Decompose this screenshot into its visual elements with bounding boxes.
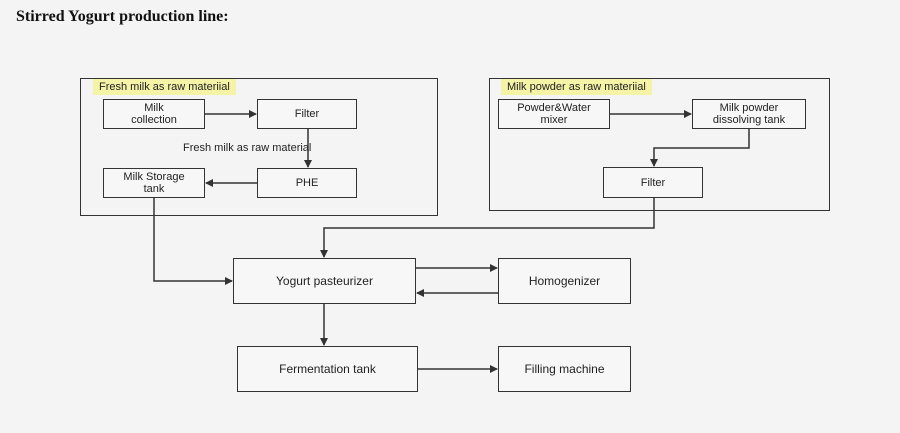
arrow-storage-to-pasteurizer <box>153 198 233 285</box>
milk-storage-tank-box: Milk Storage tank <box>103 168 205 198</box>
fresh-milk-note: Fresh milk as raw material <box>183 142 312 154</box>
yogurt-pasteurizer-box: Yogurt pasteurizer <box>233 258 416 304</box>
fresh-milk-group-label: Fresh milk as raw materiial <box>93 79 236 95</box>
arrow-filter-to-pasteurizer <box>320 198 655 258</box>
milk-powder-group-label: Milk powder as raw materiial <box>501 79 652 95</box>
filling-machine-box: Filling machine <box>498 346 631 392</box>
fermentation-tank-box: Fermentation tank <box>237 346 418 392</box>
milk-powder-dissolving-tank-box: Milk powder dissolving tank <box>692 99 806 129</box>
milk-powder-group <box>489 78 830 211</box>
powder-water-mixer-box: Powder&Water mixer <box>498 99 610 129</box>
homogenizer-box: Homogenizer <box>498 258 631 304</box>
filter-box-fresh: Filter <box>257 99 357 129</box>
milk-collection-box: Milk collection <box>103 99 205 129</box>
filter-box-powder: Filter <box>603 167 703 198</box>
diagram-title: Stirred Yogurt production line: <box>16 8 229 25</box>
phe-box: PHE <box>257 168 357 198</box>
arrow-dissolving-to-filter <box>650 129 750 167</box>
fresh-milk-group <box>80 78 438 216</box>
